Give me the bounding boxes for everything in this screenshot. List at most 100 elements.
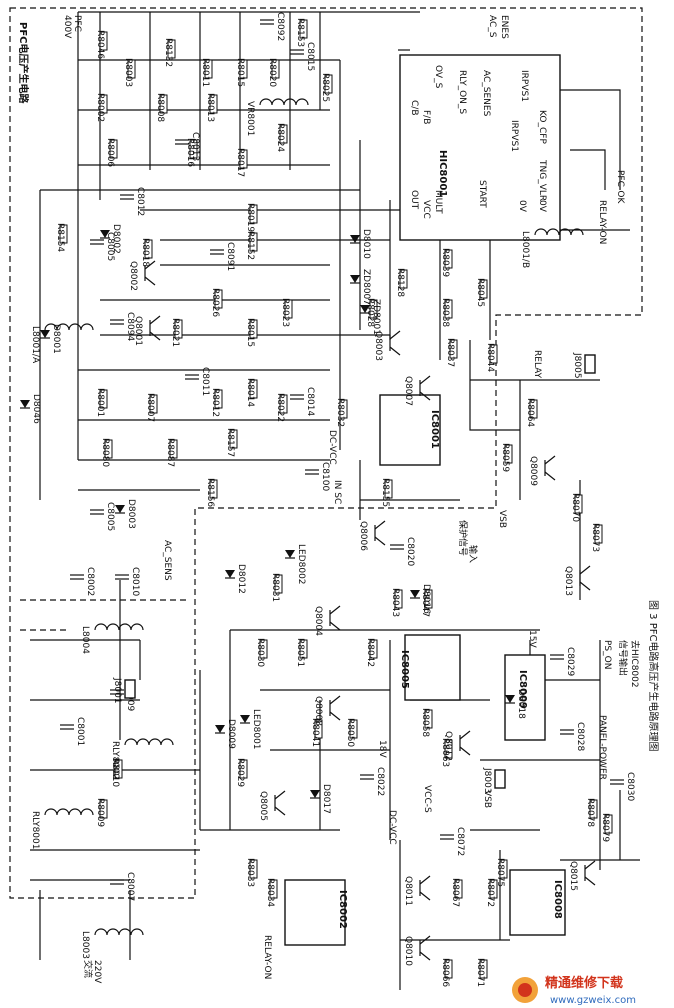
capacitor-c8007 [110, 879, 124, 885]
resistor-body [489, 879, 498, 899]
resistor-label-r8043: R8043 [390, 588, 400, 617]
resistor-label-r8153: R8153 [295, 18, 305, 47]
net-label-0: 400V [62, 15, 72, 39]
resistor-body [424, 709, 433, 729]
resistor-r8021 [174, 319, 183, 339]
magnetic-l8004 [94, 623, 144, 631]
magnetic-label-vr8001: VR8001 [245, 101, 255, 136]
resistor-r8043 [394, 589, 403, 609]
capacitor-label-c8005: C8005 [105, 502, 115, 531]
resistor-body [269, 879, 278, 899]
resistor-r8067 [454, 879, 463, 899]
resistor-r8019 [249, 204, 258, 224]
region-title: PFC电压产生电路 [17, 22, 30, 104]
resistor-r8039 [444, 249, 453, 269]
capacitor-c8094 [110, 319, 124, 325]
net-label-13: PS_ON [602, 640, 612, 669]
capacitor-label-c8005: C8005 [105, 232, 115, 261]
resistor-r8012 [214, 389, 223, 409]
capacitor-c8028 [560, 729, 574, 735]
diode-led8001 [240, 715, 250, 724]
resistor-label-r8030: R8030 [255, 638, 265, 667]
resistor-body [127, 59, 136, 79]
resistor-r8152 [249, 232, 258, 252]
resistor-r8071 [479, 959, 488, 979]
resistor-body [284, 299, 293, 319]
diode-label-d8001: D8001 [51, 324, 61, 354]
transistor-label-q8010: Q8010 [403, 936, 413, 966]
resistor-label-r8007: R8007 [145, 393, 155, 422]
resistor-body [384, 479, 393, 499]
resistor-body [424, 589, 433, 609]
resistor-body [479, 959, 488, 979]
capacitor-c8005 [90, 239, 104, 245]
net-label-18: PANEL-POWER [597, 715, 607, 780]
resistor-body [209, 94, 218, 114]
diode-d8010 [350, 235, 360, 244]
resistor-label-r8059: R8059 [500, 443, 510, 472]
transistor-q8005 [274, 790, 286, 816]
resistor-label-r8157: R8157 [225, 428, 235, 457]
net-label-23: 交流 [82, 960, 94, 978]
ic-hic8001-pin-tngvlr: TNG_VLR [537, 159, 547, 201]
resistor-body [339, 399, 348, 419]
wiring [30, 11, 640, 990]
resistor-r8026 [214, 289, 223, 309]
net-label-3: ENES [499, 15, 509, 39]
diode-d8017 [310, 790, 320, 799]
net-label-9: RELAY [532, 350, 542, 379]
net-label-12: 输入 [467, 545, 479, 563]
resistor-body [249, 859, 258, 879]
resistor-label-r8015: R8015 [245, 318, 255, 347]
resistor-r8029 [239, 759, 248, 779]
resistor-body [489, 344, 498, 364]
resistor-label-r8078: R8078 [585, 798, 595, 827]
resistor-label-r8042: R8042 [365, 638, 375, 667]
connector-j8005 [584, 354, 596, 374]
capacitor-c8012 [120, 194, 134, 200]
resistor-label-r8155: R8155 [380, 478, 390, 507]
magnetic-layer: L8001/AL8001/BL8004L8003RLY8001RLY8002VR… [30, 98, 584, 959]
resistor-body [249, 204, 258, 224]
resistor-body [239, 149, 248, 169]
resistor-label-r8079: R8079 [600, 813, 610, 842]
resistor-label-r8070: R8070 [570, 493, 580, 522]
magnetic-label-l8003: L8003 [80, 931, 90, 959]
capacitor-c8020 [390, 544, 404, 550]
capacitor-c8002 [70, 574, 84, 580]
resistor-body [229, 429, 238, 449]
resistor-body [444, 299, 453, 319]
resistor-r8003 [127, 59, 136, 79]
resistor-body [239, 759, 248, 779]
diode-label-d8018: D8018 [516, 689, 526, 719]
transistor-q8002 [144, 260, 156, 286]
net-label-8: IN SC [332, 480, 342, 504]
capacitor-c8100 [305, 469, 319, 475]
resistor-r8006 [109, 139, 118, 159]
diode-label-led8002: LED8002 [296, 544, 306, 585]
diode-label-d8010: D8010 [361, 229, 371, 259]
ic-hic8001-pin-cb: C/B [409, 100, 419, 116]
resistor-body [159, 94, 168, 114]
transistor-q8003 [389, 330, 401, 356]
resistor-label-r8010: R8010 [110, 758, 120, 787]
resistor-r8015 [249, 319, 258, 339]
ic-ic8002-ref: IC8002 [337, 890, 348, 929]
resistor-label-r8015: R8015 [235, 58, 245, 87]
resistor-label-r8067: R8067 [450, 878, 460, 907]
resistor-body [454, 879, 463, 899]
pfc-region-boundary [9, 7, 643, 899]
resistor-label-r8017: R8017 [235, 148, 245, 177]
transistor-q8006 [374, 520, 386, 546]
diode-led8002 [285, 550, 295, 559]
capacitor-c8092 [260, 19, 274, 25]
resistor-body [149, 394, 158, 414]
resistor-r8041 [314, 719, 323, 739]
resistor-label-r8066: R8066 [440, 958, 450, 987]
resistor-body [279, 394, 288, 414]
resistor-r8042 [369, 639, 378, 659]
ic-hic8001-pin-fb: F/B [421, 110, 431, 124]
connector-j8003 [494, 769, 506, 789]
resistor-r8022 [279, 394, 288, 414]
